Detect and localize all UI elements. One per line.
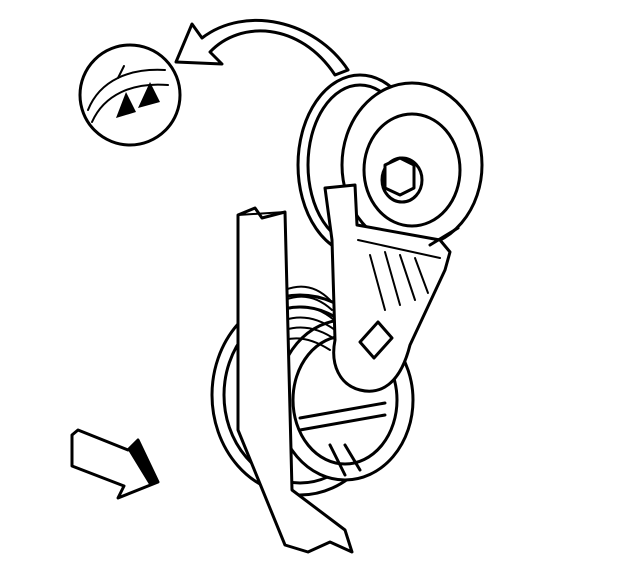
belt-wrap bbox=[284, 285, 337, 351]
tensioner-pulley bbox=[296, 73, 484, 257]
tensioner-drive-square bbox=[358, 320, 394, 360]
drive-belt bbox=[236, 206, 354, 554]
alignment-marks-icon bbox=[78, 43, 182, 147]
rotation-arrow-icon bbox=[174, 18, 350, 77]
pulley-bolt bbox=[383, 156, 416, 197]
tensioner-arm bbox=[323, 183, 460, 393]
view-direction-arrow-icon bbox=[70, 428, 160, 500]
